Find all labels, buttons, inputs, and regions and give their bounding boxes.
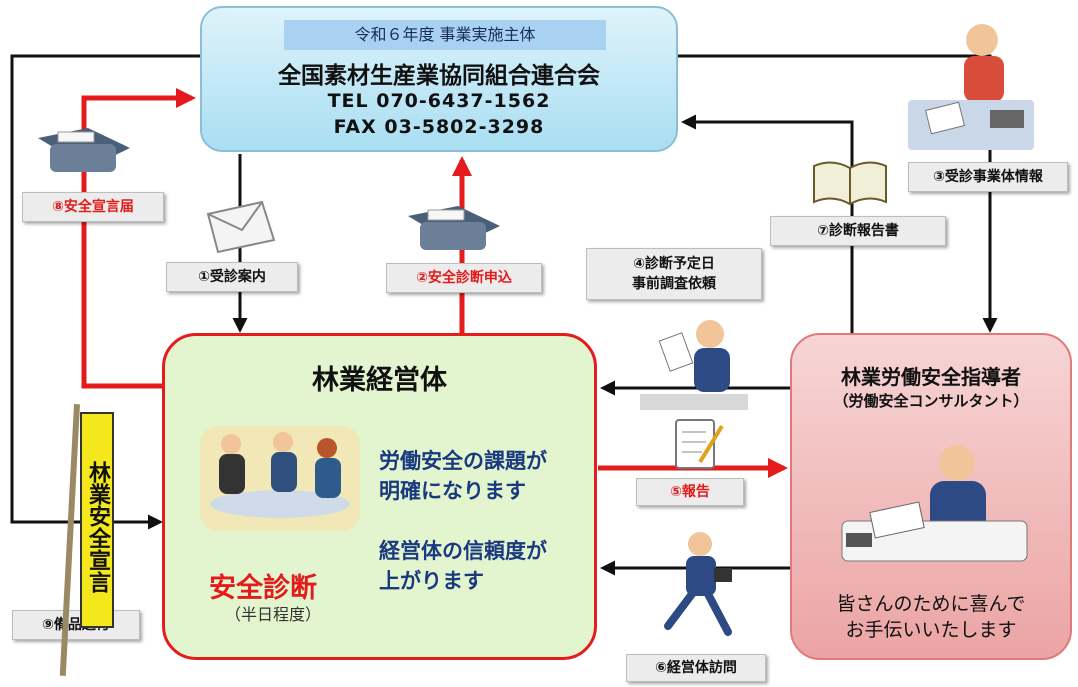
step-9-label: ⑨備品送付: [12, 610, 140, 640]
forestry-benefit-2-line2: 上がります: [379, 569, 484, 593]
arrow-safety-declaration: [81, 88, 196, 389]
forestry-benefit-2: 経営体の信頼度が 上がります: [379, 536, 547, 596]
step-4-line2: 事前調査依頼: [632, 276, 716, 292]
safety-declaration-banner: 林業安全宣言: [80, 412, 114, 628]
report-document-icon: [675, 419, 724, 469]
forestry-business-box: 林業経営体 労働安全の課題が 明確になります 経営体の信頼度が 上がります 安全…: [162, 333, 597, 660]
step-7-label: ⑦診断報告書: [770, 216, 946, 246]
organization-year-label: 令和６年度 事業実施主体: [284, 20, 606, 50]
step-8-label: ⑧安全宣言届: [22, 192, 164, 222]
envelope-icon: [206, 200, 276, 254]
fax-machine-icon-2: [408, 206, 500, 250]
running-man-illustration: [664, 532, 732, 636]
safety-instructor-box: 林業労働安全指導者 （労働安全コンサルタント） 皆さんのために喜んで お手伝いい…: [790, 333, 1072, 660]
organization-box: 令和６年度 事業実施主体 全国素材生産業協同組合連合会 TEL 070-6437…: [200, 6, 678, 152]
step-1-label: ①受診案内: [166, 262, 298, 292]
step-2-label: ②安全診断申込: [386, 263, 542, 293]
instructor-message: 皆さんのために喜んで お手伝いいたします: [792, 591, 1070, 643]
safety-diagnosis-label: 安全診断: [209, 573, 317, 604]
organization-fax: FAX 03-5802-3298: [333, 116, 545, 138]
forestry-benefit-1: 労働安全の課題が 明確になります: [379, 446, 547, 506]
instructor-message-line2: お手伝いいたします: [845, 619, 1017, 641]
forestry-business-title: 林業経営体: [312, 365, 447, 396]
forestry-benefit-1-line2: 明確になります: [379, 479, 526, 503]
receptionist-on-phone-illustration: [908, 24, 1034, 150]
organization-name: 全国素材生産業協同組合連合会: [278, 63, 600, 89]
step-4-label: ④診断予定日 事前調査依頼: [586, 248, 762, 300]
half-day-label: （半日程度）: [225, 605, 322, 624]
step-5-label: ⑤報告: [636, 478, 744, 506]
step-3-label: ③受診事業体情報: [908, 162, 1068, 192]
man-on-phone-illustration: [640, 320, 748, 410]
organization-tel: TEL 070-6437-1562: [327, 90, 551, 112]
forestry-benefit-1-line1: 労働安全の課題が: [379, 449, 547, 473]
forestry-benefit-2-line1: 経営体の信頼度が: [379, 539, 547, 563]
instructor-illustration: [841, 445, 1028, 562]
arrow-report-document: [681, 114, 854, 333]
safety-instructor-title: 林業労働安全指導者: [841, 365, 1021, 389]
safety-instructor-subtitle: （労働安全コンサルタント）: [833, 392, 1029, 410]
fax-machine-icon: [38, 128, 130, 172]
open-book-icon: [813, 161, 887, 206]
step-4-line1: ④診断予定日: [633, 256, 715, 272]
meeting-people-illustration: [200, 426, 360, 531]
step-6-label: ⑥経営体訪問: [626, 654, 766, 682]
instructor-message-line1: 皆さんのために喜んで: [836, 593, 1026, 615]
